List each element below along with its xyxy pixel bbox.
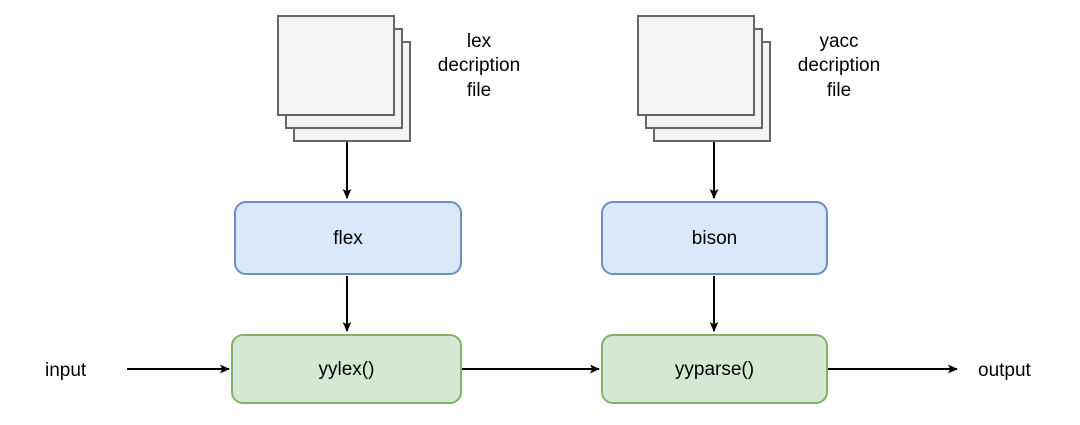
document-sheet-front <box>277 15 395 116</box>
bison-node[interactable]: bison <box>601 201 828 275</box>
yylex-node[interactable]: yylex() <box>231 334 462 404</box>
yacc-description-file-stack <box>637 15 783 144</box>
flex-node[interactable]: flex <box>234 201 462 275</box>
input-label: input <box>45 360 87 381</box>
output-label: output <box>978 360 1031 381</box>
yacc-description-file-label: yacc decription file <box>797 31 881 101</box>
lex-description-file-label: lex decription file <box>437 31 521 101</box>
document-sheet-front <box>637 15 755 116</box>
yyparse-node[interactable]: yyparse() <box>601 334 828 404</box>
lex-description-file-stack <box>277 15 423 144</box>
